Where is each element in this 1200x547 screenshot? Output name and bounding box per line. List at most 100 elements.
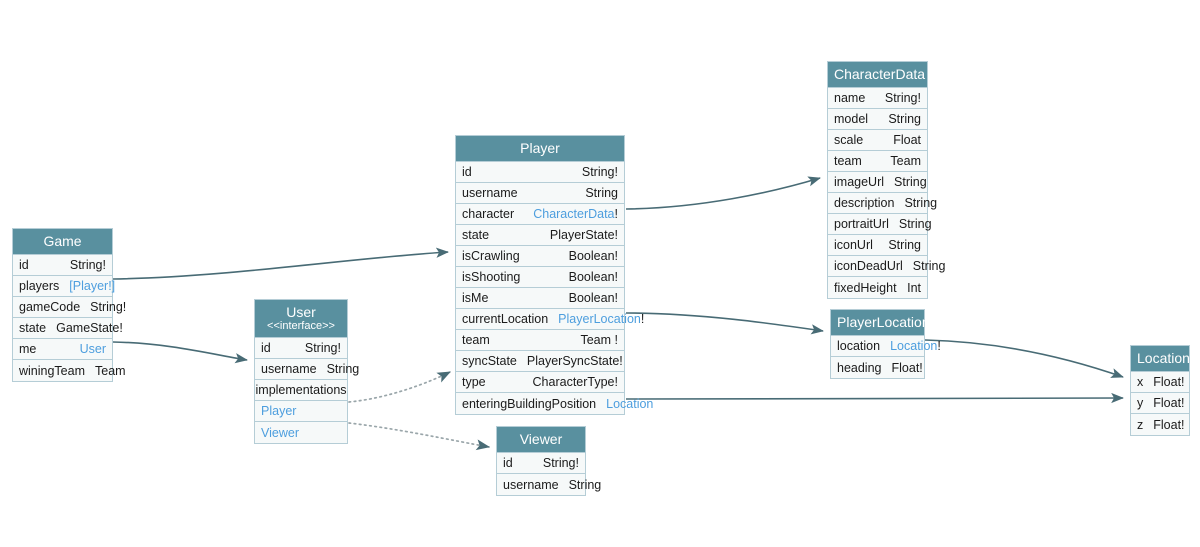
field-name: isMe	[462, 291, 489, 306]
field-type: Float!	[1153, 396, 1185, 411]
field-type: String	[568, 477, 602, 492]
field-type[interactable]: [Player!]	[69, 279, 115, 293]
field-name: description	[834, 196, 895, 211]
entity-header-viewer: Viewer	[497, 427, 585, 454]
field-type[interactable]: Location	[606, 397, 653, 411]
field-type-nonnull: !	[614, 207, 618, 222]
entity-header-player: Player	[456, 136, 624, 163]
field-row[interactable]: Viewer	[255, 422, 347, 444]
field-name: isCrawling	[462, 249, 520, 264]
field-row[interactable]: fixedHeight Int	[828, 277, 927, 299]
edge-game-me-to-user	[112, 341, 248, 364]
field-row[interactable]: scale Float	[828, 130, 927, 152]
field-type: String	[904, 196, 938, 211]
field-name: team	[462, 333, 490, 348]
field-row[interactable]: isCrawling Boolean!	[456, 246, 624, 268]
field-type-reference[interactable]: Location	[890, 339, 938, 354]
field-name: iconUrl	[834, 238, 873, 253]
field-row[interactable]: currentLocation PlayerLocation!	[456, 309, 644, 331]
field-name: fixedHeight	[834, 280, 897, 295]
field-row[interactable]: implementations	[255, 380, 347, 402]
field-name: syncState	[462, 354, 517, 369]
field-name: imageUrl	[834, 175, 885, 190]
field-type[interactable]: User	[80, 342, 106, 356]
entity-stereotype: <<interface>>	[267, 320, 335, 333]
field-type-reference[interactable]: PlayerLocation	[558, 312, 641, 327]
edge-player-currentlocation-to-playerlocation	[625, 312, 824, 335]
field-type: String	[585, 186, 618, 201]
field-name: Viewer	[261, 425, 299, 440]
field-type[interactable]: PlayerLocation!	[558, 312, 644, 326]
field-type: GameState!	[56, 321, 123, 336]
field-name: currentLocation	[462, 312, 549, 327]
field-type: Boolean!	[568, 249, 618, 264]
entity-name: Viewer	[519, 431, 563, 447]
field-name: portraitUrl	[834, 217, 889, 232]
field-row[interactable]: players[Player!]	[13, 276, 115, 298]
field-type: PlayerSyncState!	[526, 354, 623, 369]
edge-player-character-to-characterdata	[625, 176, 821, 210]
field-type-reference[interactable]: User	[79, 342, 106, 357]
field-type-reference[interactable]: [Player!]	[69, 279, 116, 294]
field-type-reference[interactable]: CharacterData	[533, 207, 615, 222]
field-type: Int	[907, 280, 921, 295]
field-name: id	[19, 258, 29, 273]
field-type: String!	[884, 91, 921, 106]
field-name: scale	[834, 133, 864, 148]
entity-header-playerlocation: PlayerLocation	[831, 310, 930, 337]
field-type: Float!	[891, 360, 923, 375]
field-type[interactable]: Location!	[890, 339, 941, 353]
field-name: implementations	[255, 383, 347, 398]
entity-header-location: Location	[1131, 346, 1190, 373]
field-row[interactable]: description String	[828, 193, 937, 215]
field-type-reference[interactable]: Location	[606, 396, 654, 411]
field-name: x	[1137, 375, 1144, 390]
field-name: team	[834, 154, 862, 169]
field-type[interactable]: CharacterData!	[533, 207, 618, 221]
field-row[interactable]: Player	[255, 401, 347, 423]
field-name: id	[261, 341, 271, 356]
field-name: username	[261, 362, 317, 377]
edge-user-player-implements	[348, 371, 451, 403]
field-type: Float	[893, 133, 921, 148]
field-row[interactable]: syncState PlayerSyncState!	[456, 351, 624, 373]
field-name: state	[462, 228, 490, 243]
